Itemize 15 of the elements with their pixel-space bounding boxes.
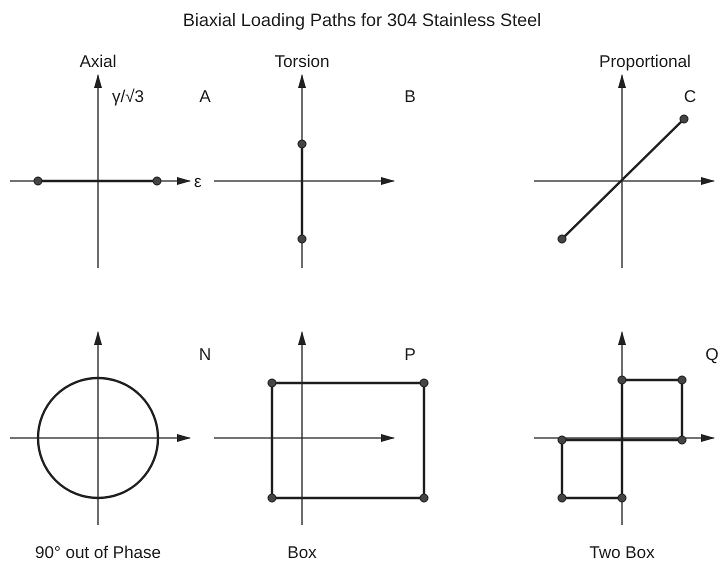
panel-title: Torsion (274, 52, 330, 72)
axis-label: γ/√3 (112, 87, 144, 107)
panel-letter: C (684, 87, 696, 107)
panel-letter: Q (705, 345, 719, 365)
panel-letter: N (198, 345, 212, 365)
panel-title: Axial (80, 52, 116, 72)
panel-letter: B (404, 87, 416, 107)
panel-title: Proportional (599, 52, 691, 72)
path-caption: 90° out of Phase (35, 543, 161, 563)
axis-label: ε (194, 172, 202, 192)
diagram-title: Biaxial Loading Paths for 304 Stainless Steel (182, 10, 542, 30)
panel-letter: A (199, 87, 211, 107)
path-caption: Box (287, 543, 317, 563)
panel-letter: P (404, 345, 416, 365)
path-caption: Two Box (589, 543, 655, 563)
